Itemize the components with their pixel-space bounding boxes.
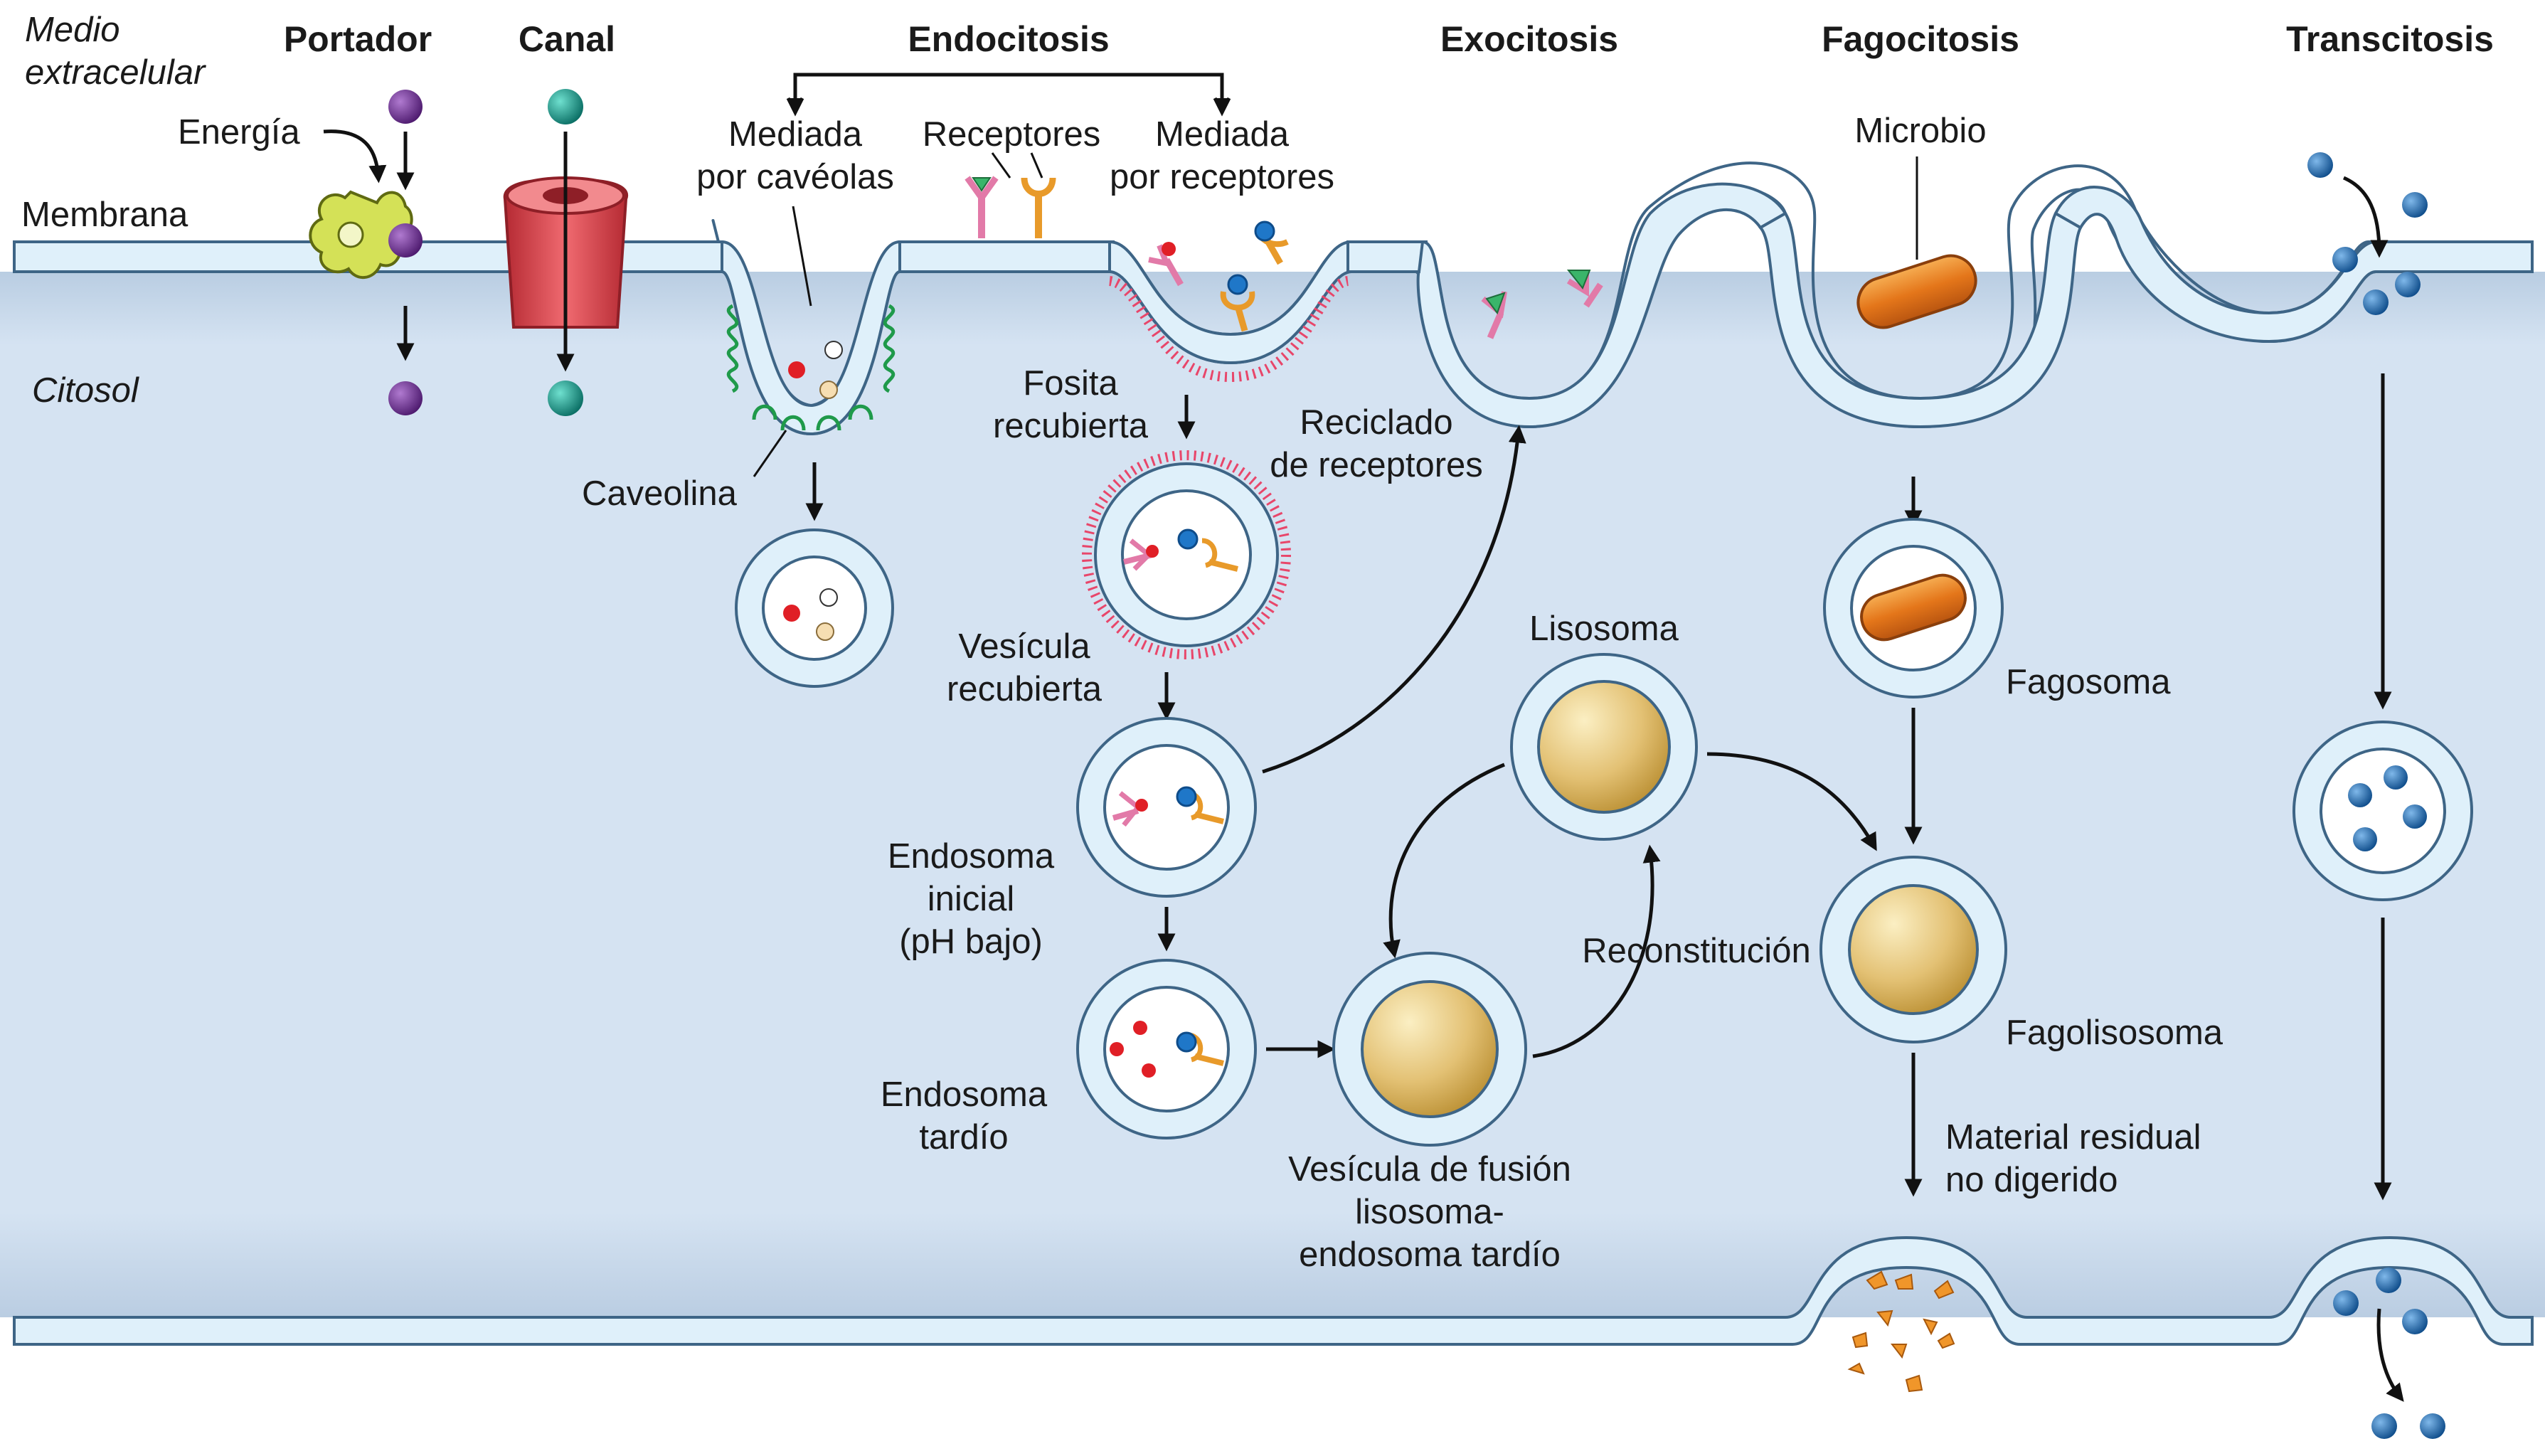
lysosome	[1510, 653, 1698, 841]
label-late-endosome-1: Endosoma	[881, 1075, 1048, 1114]
cargo-white	[824, 341, 843, 359]
coated-vesicle	[1082, 450, 1291, 659]
label-caveolae-2: por cavéolas	[696, 158, 894, 196]
molecule-teal-top	[548, 89, 583, 124]
lysosome-to-fusion-arrow	[1383, 762, 1505, 959]
label-residual-2: no digerido	[1945, 1161, 2118, 1199]
label-lysosome: Lisosoma	[1529, 610, 1679, 648]
label-receptors: Receptores	[923, 115, 1101, 154]
label-cytosol: Citosol	[32, 371, 139, 410]
cytosol-region	[0, 272, 2545, 1317]
label-fusion-1: Vesícula de fusión	[1288, 1150, 1571, 1189]
label-receptor-mediated-1: Mediada	[1155, 115, 1290, 154]
endocytosis-bracket	[786, 73, 1231, 117]
receptor-icon	[965, 176, 999, 238]
header-carrier: Portador	[284, 19, 432, 59]
residual-fragments	[1847, 1270, 1955, 1393]
plasma-membrane-bottom	[0, 1236, 2545, 1456]
recycling-arrow	[1262, 425, 1526, 774]
clathrin-coat-pit	[1108, 276, 1349, 383]
molecule-purple-top	[388, 90, 423, 124]
label-reconstitution: Reconstitución	[1582, 932, 1810, 970]
label-extracellular-1: Medio	[25, 11, 119, 49]
label-coated-vesicle-2: recubierta	[947, 670, 1103, 708]
label-phagosome: Fagosoma	[2006, 663, 2171, 701]
pit-receptors	[1148, 220, 1289, 332]
transcytosis-arrow-out	[2376, 1308, 2404, 1402]
transcytosis-vesicle	[2292, 721, 2473, 901]
lysosome-to-phagosome-arrow	[1706, 752, 1877, 851]
receptors-pointer	[991, 152, 1043, 179]
header-phagocytosis: Fagocitosis	[1822, 19, 2019, 59]
reconstitution-arrow	[1532, 844, 1661, 1058]
caveolae-pointer	[792, 206, 812, 307]
early-endosome	[1076, 717, 1257, 898]
receptor-icon	[1021, 177, 1056, 238]
late-endosome	[1076, 959, 1257, 1139]
label-extracellular-2: extracelular	[25, 53, 206, 92]
header-transcytosis: Transcitosis	[2286, 19, 2494, 59]
label-recycling-1: Reciclado	[1300, 403, 1452, 442]
label-fusion-2: lisosoma-	[1355, 1193, 1504, 1231]
caveolin-coat	[726, 304, 896, 431]
label-residual-1: Material residual	[1945, 1118, 2201, 1157]
label-phagolysosome: Fagolisosoma	[2006, 1014, 2223, 1052]
label-late-endosome-2: tardío	[919, 1118, 1008, 1157]
label-energy: Energía	[178, 113, 300, 152]
molecule-purple-bottom	[388, 381, 423, 415]
header-endocytosis: Endocitosis	[908, 19, 1109, 59]
transcytosis-bottom-molecules	[2333, 1268, 2445, 1439]
cargo-red	[788, 361, 805, 378]
header-channel: Canal	[519, 19, 615, 59]
caveolin-pointer	[753, 430, 787, 477]
transcytosis-top-molecules	[2307, 152, 2428, 315]
fusion-vesicle	[1332, 952, 1527, 1147]
label-receptor-mediated-2: por receptores	[1110, 158, 1334, 196]
caveolar-vesicle	[735, 528, 894, 688]
microbe-icon	[1856, 254, 1977, 329]
header-exocytosis: Exocitosis	[1440, 19, 1618, 59]
label-microbe: Microbio	[1854, 112, 1986, 150]
label-early-endosome-2: inicial	[928, 880, 1015, 918]
phagolysosome	[1819, 856, 2007, 1043]
label-caveolin: Caveolina	[582, 474, 738, 513]
label-recycling-2: de receptores	[1270, 446, 1483, 484]
label-caveolae-1: Mediada	[728, 115, 863, 154]
phagosome	[1823, 518, 2004, 698]
exocytosis-receptors	[1481, 270, 1603, 339]
transcytosis-arrow-in	[2342, 176, 2389, 258]
label-early-endosome-1: Endosoma	[888, 837, 1055, 876]
label-coated-vesicle-1: Vesícula	[958, 627, 1090, 666]
carrier-protein-icon	[309, 190, 413, 280]
label-coated-pit-1: Fosita	[1023, 364, 1118, 403]
label-membrane: Membrana	[21, 196, 188, 234]
label-coated-pit-2: recubierta	[993, 407, 1149, 445]
label-fusion-3: endosoma tardío	[1299, 1236, 1561, 1274]
label-early-endosome-3: (pH bajo)	[899, 923, 1043, 961]
cargo-cream	[819, 381, 838, 399]
molecule-teal-bottom	[548, 381, 583, 416]
molecule-purple-membrane	[388, 223, 423, 257]
energy-arrow	[323, 129, 387, 184]
